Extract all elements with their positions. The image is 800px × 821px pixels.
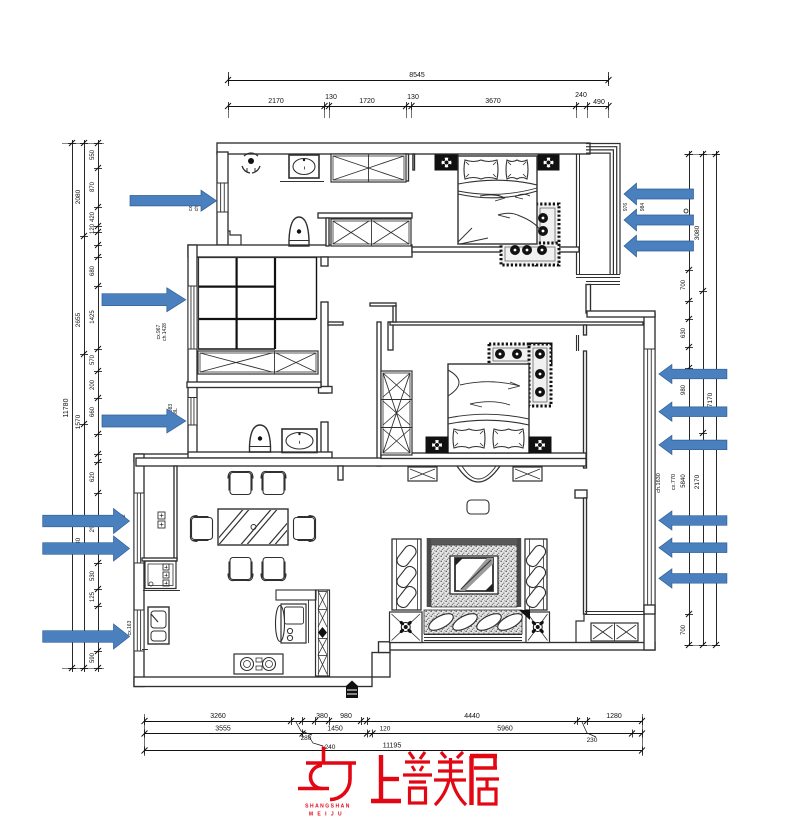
svg-text:2655: 2655 [75,312,82,327]
svg-text:1280: 1280 [606,713,622,720]
svg-text:2%: 2% [90,523,96,532]
svg-text:3555: 3555 [215,726,231,733]
svg-text:280: 280 [301,735,312,742]
svg-text:125: 125 [90,591,96,602]
svg-text:240: 240 [325,744,336,751]
svg-text:130: 130 [325,94,337,101]
svg-text:130: 130 [407,94,419,101]
svg-text:7170: 7170 [707,392,714,407]
svg-text:1570: 1570 [75,414,82,429]
svg-text:700: 700 [681,624,687,635]
svg-text:2080: 2080 [75,189,82,204]
svg-text:cx.967: cx.967 [156,324,162,339]
svg-text:11195: 11195 [383,743,402,750]
svg-text:11780: 11780 [63,398,70,417]
svg-text:3080: 3080 [694,225,701,240]
svg-text:550: 550 [90,149,96,160]
svg-text:980: 980 [340,713,352,720]
svg-text:240: 240 [575,92,587,99]
svg-text:120: 120 [90,223,96,234]
svg-text:4.8L: 4.8L [173,408,179,418]
svg-text:980: 980 [681,384,687,395]
svg-text:3670: 3670 [485,98,501,105]
svg-text:cx.770: cx.770 [671,474,677,490]
svg-text:680: 680 [90,265,96,276]
svg-text:983: 983 [168,404,174,413]
svg-text:ch.1428: ch.1428 [162,323,168,341]
svg-text:530: 530 [90,570,96,581]
svg-text:380: 380 [316,713,328,720]
svg-text:490: 490 [593,99,605,106]
svg-text:620: 620 [90,471,96,482]
svg-text:8545: 8545 [409,72,425,79]
svg-text:3260: 3260 [210,713,226,720]
svg-text:SHANGSHAN: SHANGSHAN [305,804,351,810]
svg-text:984: 984 [640,203,646,212]
svg-text:ch.1630: ch.1630 [656,473,662,493]
svg-text:230: 230 [587,737,598,744]
svg-text:5840: 5840 [681,474,687,488]
svg-text:700: 700 [681,279,687,290]
svg-text:M E I J U: M E I J U [309,812,343,818]
svg-text:4440: 4440 [464,713,480,720]
svg-text:2170: 2170 [694,474,701,489]
svg-text:2170: 2170 [268,98,284,105]
svg-text:1720: 1720 [359,98,375,105]
svg-text:120: 120 [380,726,391,733]
svg-text:5960: 5960 [497,726,513,733]
svg-text:976: 976 [623,203,629,212]
svg-text:1450: 1450 [327,726,343,733]
svg-text:660: 660 [90,406,96,417]
svg-text:200: 200 [90,379,96,390]
svg-text:870: 870 [90,181,96,192]
svg-text:570: 570 [90,354,96,365]
svg-text:590: 590 [90,652,96,663]
svg-text:420: 420 [90,211,96,222]
svg-text:cx.163: cx.163 [127,620,133,635]
svg-text:1425: 1425 [90,310,96,324]
svg-text:630: 630 [681,327,687,338]
